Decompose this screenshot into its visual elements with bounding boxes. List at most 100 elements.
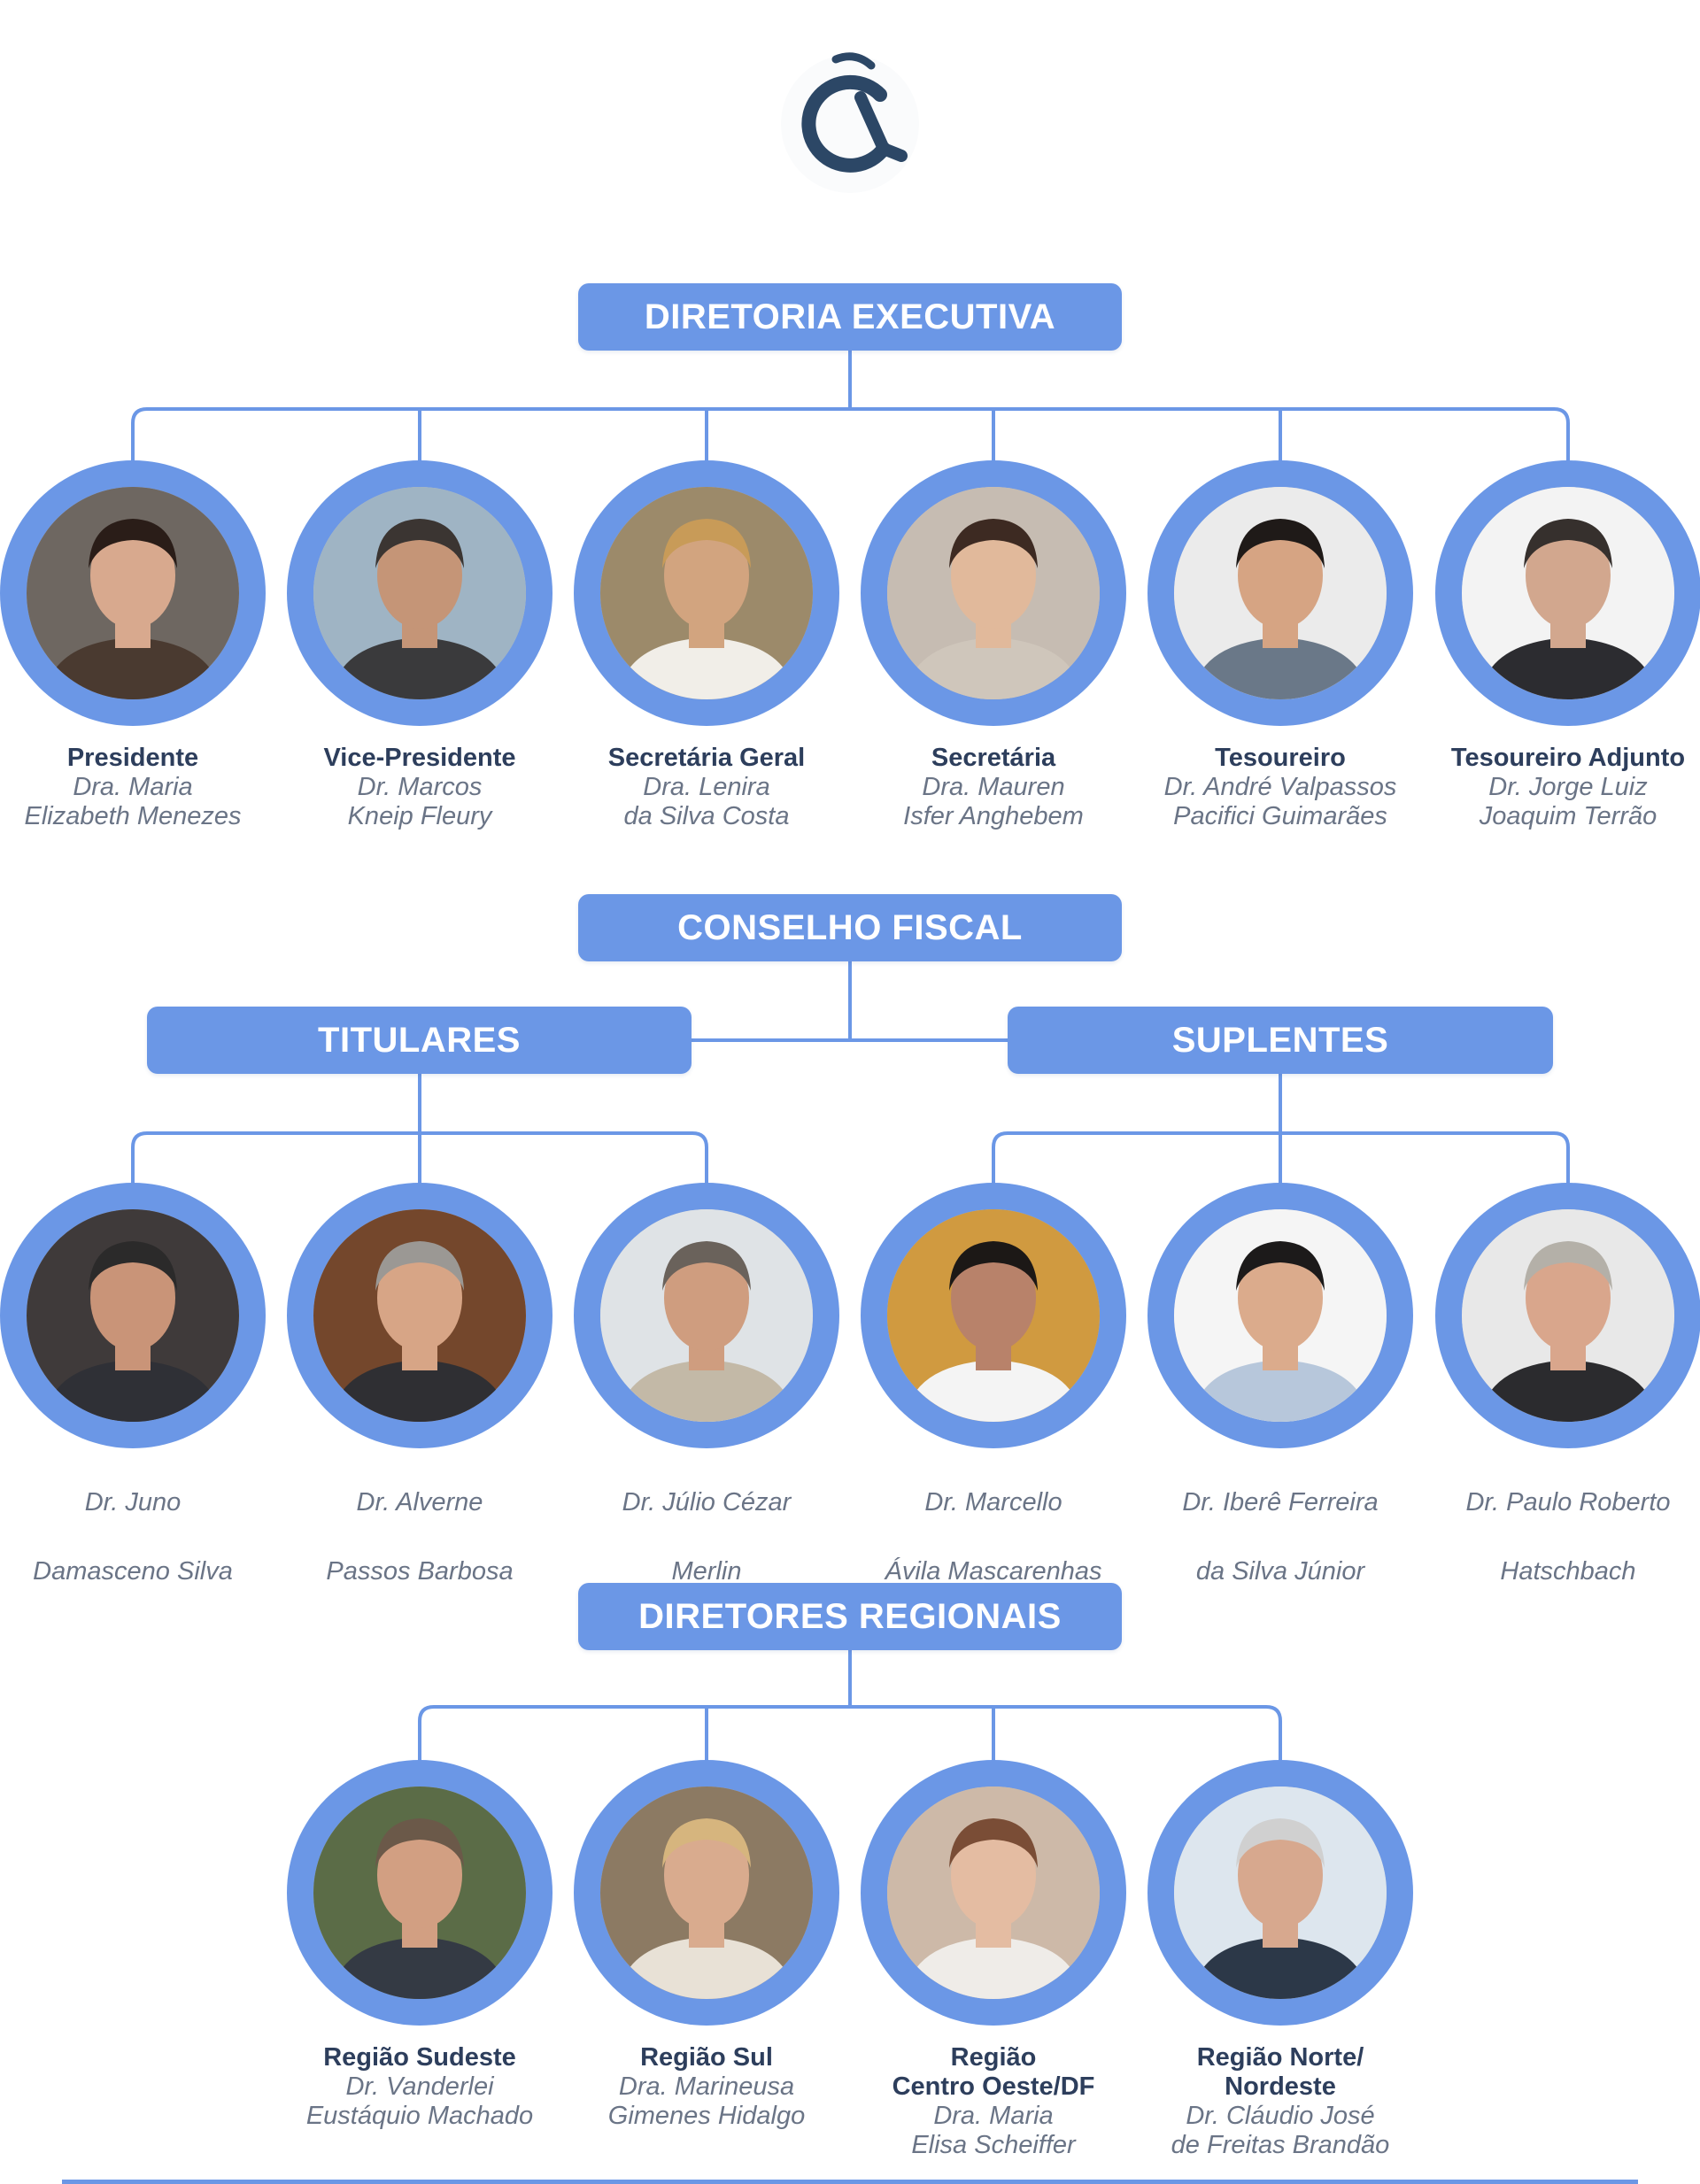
- member-avatar: [861, 1760, 1126, 2026]
- portrait-photo: [1462, 487, 1674, 699]
- member-name-line-2: da Silva Costa: [623, 802, 790, 830]
- subsection-header-suplentes: SUPLENTES: [1008, 1007, 1553, 1074]
- member-role: Região Sul: [640, 2043, 773, 2072]
- member-avatar: [1148, 1760, 1413, 2026]
- member-name-line-1: Dr. Iberê Ferreira: [1182, 1488, 1379, 1516]
- member-role: Tesoureiro: [1215, 744, 1346, 772]
- member-role: Região Norte/: [1196, 2043, 1364, 2072]
- member-name-line-2: Damasceno Silva: [33, 1557, 233, 1586]
- member-role: Tesoureiro Adjunto: [1450, 744, 1686, 772]
- member-name-line-1: Dr. Cláudio José: [1186, 2102, 1375, 2130]
- member-avatar: [574, 1183, 839, 1448]
- member-name-line-1: Dr. Juno: [84, 1488, 182, 1516]
- organization-logo-icon: [781, 52, 919, 193]
- member-name-line-2: Elisa Scheiffer: [911, 2131, 1076, 2159]
- portrait-photo: [887, 1209, 1100, 1422]
- member-name-line-1: Dr. Paulo Roberto: [1465, 1488, 1671, 1516]
- member-name-line-1: Dr. Alverne: [356, 1488, 483, 1516]
- member-role: Secretária Geral: [607, 744, 806, 772]
- member-name-line-2: Eustáquio Machado: [305, 2102, 534, 2130]
- subsection-header-titulares: TITULARES: [147, 1007, 692, 1074]
- member-name-line-2: Kneip Fleury: [347, 802, 492, 830]
- member-name-line-2: Passos Barbosa: [326, 1557, 514, 1586]
- member-name-line-1: Dra. Mauren: [922, 773, 1065, 801]
- portrait-photo: [313, 487, 526, 699]
- portrait-photo: [600, 1209, 813, 1422]
- member-name-line-2: Ávila Mascarenhas: [885, 1557, 1102, 1586]
- portrait-photo: [600, 1787, 813, 1999]
- portrait-photo: [313, 1787, 526, 1999]
- portrait-photo: [887, 1787, 1100, 1999]
- member-name-line-2: Merlin: [671, 1557, 742, 1586]
- member-name-line-1: Dr. André Valpassos: [1163, 773, 1397, 801]
- member-name-line-1: Dr. Marcos: [357, 773, 483, 801]
- member-avatar: [1148, 1183, 1413, 1448]
- member-name-line-2: Isfer Anghebem: [903, 802, 1084, 830]
- member-avatar: [861, 460, 1126, 726]
- member-name-line-1: Dra. Maria: [933, 2102, 1054, 2130]
- member-role: Presidente: [66, 744, 199, 772]
- portrait-photo: [887, 487, 1100, 699]
- member-name-line-1: Dra. Lenira: [643, 773, 770, 801]
- section-header-conselho-fiscal: CONSELHO FISCAL: [578, 894, 1122, 961]
- section-header-diretores-regionais: DIRETORES REGIONAIS: [578, 1583, 1122, 1650]
- member-name-line-2: Elizabeth Menezes: [24, 802, 242, 830]
- member-role: Centro Oeste/DF: [892, 2072, 1095, 2101]
- organization-logo: [761, 44, 939, 212]
- member-card: Dr. Iberê Ferreira da Silva Júnior: [1139, 1183, 1422, 1586]
- portrait-photo: [27, 1209, 239, 1422]
- member-avatar: [574, 1760, 839, 2026]
- member-avatar: [287, 460, 552, 726]
- portrait-photo: [1174, 1209, 1387, 1422]
- member-avatar: [287, 1183, 552, 1448]
- member-name-line-1: Dr. Jorge Luiz: [1488, 773, 1648, 801]
- member-name-line-2: Gimenes Hidalgo: [607, 2102, 806, 2130]
- member-avatar: [861, 1183, 1126, 1448]
- member-name-line-2: Joaquim Terrão: [1479, 802, 1658, 830]
- member-role: Região: [950, 2043, 1037, 2072]
- section-header-diretoria-executiva: DIRETORIA EXECUTIVA: [578, 283, 1122, 351]
- member-avatar: [0, 460, 266, 726]
- member-name-line-2: Hatschbach: [1500, 1557, 1636, 1586]
- member-role: Nordeste: [1225, 2072, 1336, 2101]
- portrait-photo: [600, 487, 813, 699]
- member-name-line-1: Dr. Vanderlei: [345, 2072, 494, 2101]
- member-name-line-1: Dra. Marineusa: [618, 2072, 795, 2101]
- member-role: Região Sudeste: [323, 2043, 516, 2072]
- member-role: Vice-Presidente: [323, 744, 516, 772]
- member-name-line-2: Pacifici Guimarães: [1173, 802, 1387, 830]
- member-avatar: [574, 460, 839, 726]
- member-name-line-2: da Silva Júnior: [1195, 1557, 1365, 1586]
- member-name-line-1: Dr. Marcello: [924, 1488, 1062, 1516]
- member-avatar: [0, 1183, 266, 1448]
- portrait-photo: [27, 487, 239, 699]
- member-avatar: [1435, 1183, 1700, 1448]
- member-role: Secretária: [931, 744, 1056, 772]
- portrait-photo: [1174, 487, 1387, 699]
- portrait-photo: [1174, 1787, 1387, 1999]
- footer-divider: [62, 2180, 1638, 2184]
- member-name-line-1: Dra. Maria: [73, 773, 193, 801]
- member-avatar: [287, 1760, 552, 2026]
- member-avatar: [1435, 460, 1700, 726]
- member-avatar: [1148, 460, 1413, 726]
- portrait-photo: [313, 1209, 526, 1422]
- member-name-line-2: de Freitas Brandão: [1171, 2131, 1390, 2159]
- portrait-photo: [1462, 1209, 1674, 1422]
